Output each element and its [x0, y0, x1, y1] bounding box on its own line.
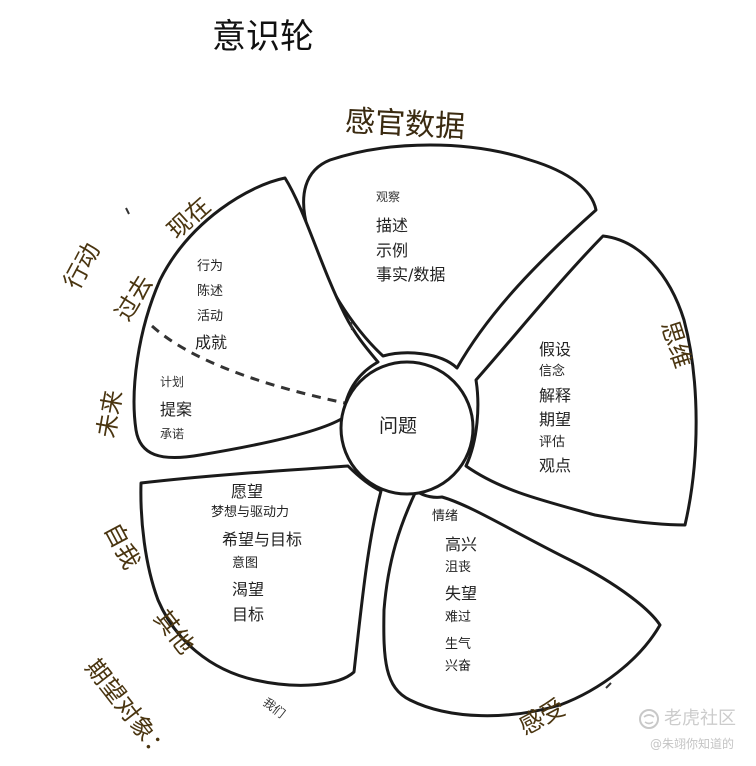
thinking-item: 观点	[539, 456, 572, 475]
feeling-item: 沮丧	[445, 560, 472, 575]
feeling-item: 兴奋	[445, 659, 472, 674]
label-sensory-data: 感官数据	[344, 103, 466, 146]
feeling-item: 情绪	[432, 509, 459, 524]
desire-item: 目标	[232, 605, 265, 624]
watermark-handle: @朱翊你知道的	[650, 737, 735, 751]
feeling-item: 难过	[445, 610, 472, 625]
desire-item: 渴望	[232, 580, 265, 599]
feeling-item: 失望	[445, 584, 478, 603]
tick-mark	[125, 207, 130, 215]
action-item: 陈述	[197, 284, 224, 299]
center-hub	[339, 360, 475, 496]
action-item: 行为	[197, 259, 224, 274]
feeling-item: 高兴	[445, 535, 478, 554]
plan-item: 提案	[160, 400, 193, 419]
plan-item: 计划	[160, 375, 185, 389]
tick-mark	[350, 321, 353, 331]
desire-item: 希望与目标	[222, 530, 303, 549]
desire-item: 愿望	[231, 482, 264, 501]
tick-mark	[605, 682, 612, 689]
feeling-item: 生气	[445, 637, 472, 652]
thinking-item: 解释	[539, 386, 572, 405]
petal-thinking	[464, 234, 698, 527]
thinking-item: 信念	[539, 364, 566, 379]
watermark-brand: 老虎社区	[664, 708, 736, 729]
sensory-item: 示例	[376, 241, 409, 260]
hub-label: 问题	[379, 415, 418, 437]
sensory-item: 观察	[376, 190, 401, 204]
sensory-item: 描述	[376, 216, 409, 235]
thinking-item: 期望	[539, 410, 572, 429]
petal-feeling	[382, 489, 662, 718]
plan-item: 承诺	[160, 427, 185, 441]
petal-desire	[139, 464, 383, 687]
thinking-item: 评估	[539, 435, 566, 450]
page-title: 意识轮	[212, 17, 314, 57]
past-future-divider	[151, 324, 346, 405]
sensory-item: 事实/数据	[376, 265, 446, 284]
desire-item: 意图	[232, 556, 259, 571]
desire-item: 梦想与驱动力	[211, 505, 290, 520]
thinking-item: 假设	[539, 340, 572, 359]
tiger-icon	[639, 709, 659, 729]
watermark-logo	[638, 708, 660, 734]
action-item: 活动	[197, 309, 224, 324]
action-item: 成就	[195, 333, 228, 352]
petal-action	[132, 176, 380, 459]
